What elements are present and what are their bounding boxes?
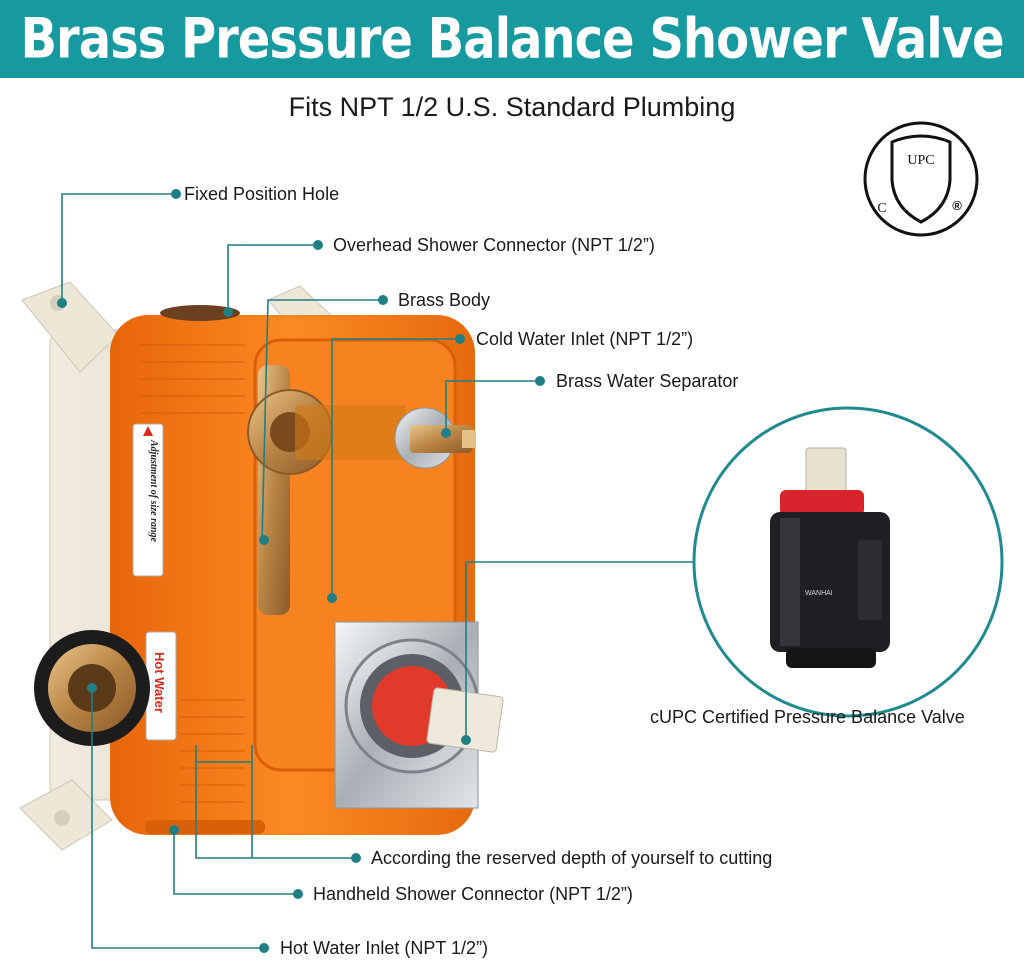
callout-reserved-depth: According the reserved depth of yourself… — [371, 848, 773, 868]
upc-registered-mark: ® — [952, 198, 962, 213]
adjustment-label-text: Adjustment of size range — [148, 439, 159, 543]
banner-title: Brass Pressure Balance Shower Valve — [20, 6, 1004, 72]
leader-dots — [57, 189, 545, 953]
upc-c-letter: C — [877, 201, 886, 216]
hot-water-label: Hot Water — [145, 631, 177, 741]
callout-fixed-position-hole: Fixed Position Hole — [184, 184, 340, 204]
callout-overhead-shower-connector: Overhead Shower Connector (NPT 1/2”) — [333, 235, 655, 255]
cartridge-brand-text: WANHAI — [805, 590, 833, 597]
adjustment-label: Adjustment of size range — [132, 423, 164, 577]
chrome-trim — [334, 621, 504, 809]
cartridge-detail: WANHAI — [692, 406, 1004, 718]
leader-lines — [61, 193, 693, 949]
subtitle: Fits NPT 1/2 U.S. Standard Plumbing — [288, 92, 736, 122]
water-separator — [394, 407, 476, 469]
callout-handheld-shower-connector: Handheld Shower Connector (NPT 1/2”) — [313, 884, 633, 904]
upc-top-text: UPC — [907, 153, 934, 168]
callout-brass-water-separator: Brass Water Separator — [556, 371, 739, 391]
callout-hot-water-inlet: Hot Water Inlet (NPT 1/2”) — [280, 938, 489, 958]
upc-certification-icon: UPC C ® — [863, 121, 979, 237]
brass-body — [247, 365, 405, 615]
callout-brass-body: Brass Body — [398, 290, 491, 310]
valve-caption: cUPC Certified Pressure Balance Valve — [650, 707, 965, 727]
title-banner: Brass Pressure Balance Shower Valve — [0, 0, 1024, 78]
hot-water-label-text: Hot Water — [152, 652, 167, 713]
callout-cold-water-inlet: Cold Water Inlet (NPT 1/2”) — [476, 329, 694, 349]
